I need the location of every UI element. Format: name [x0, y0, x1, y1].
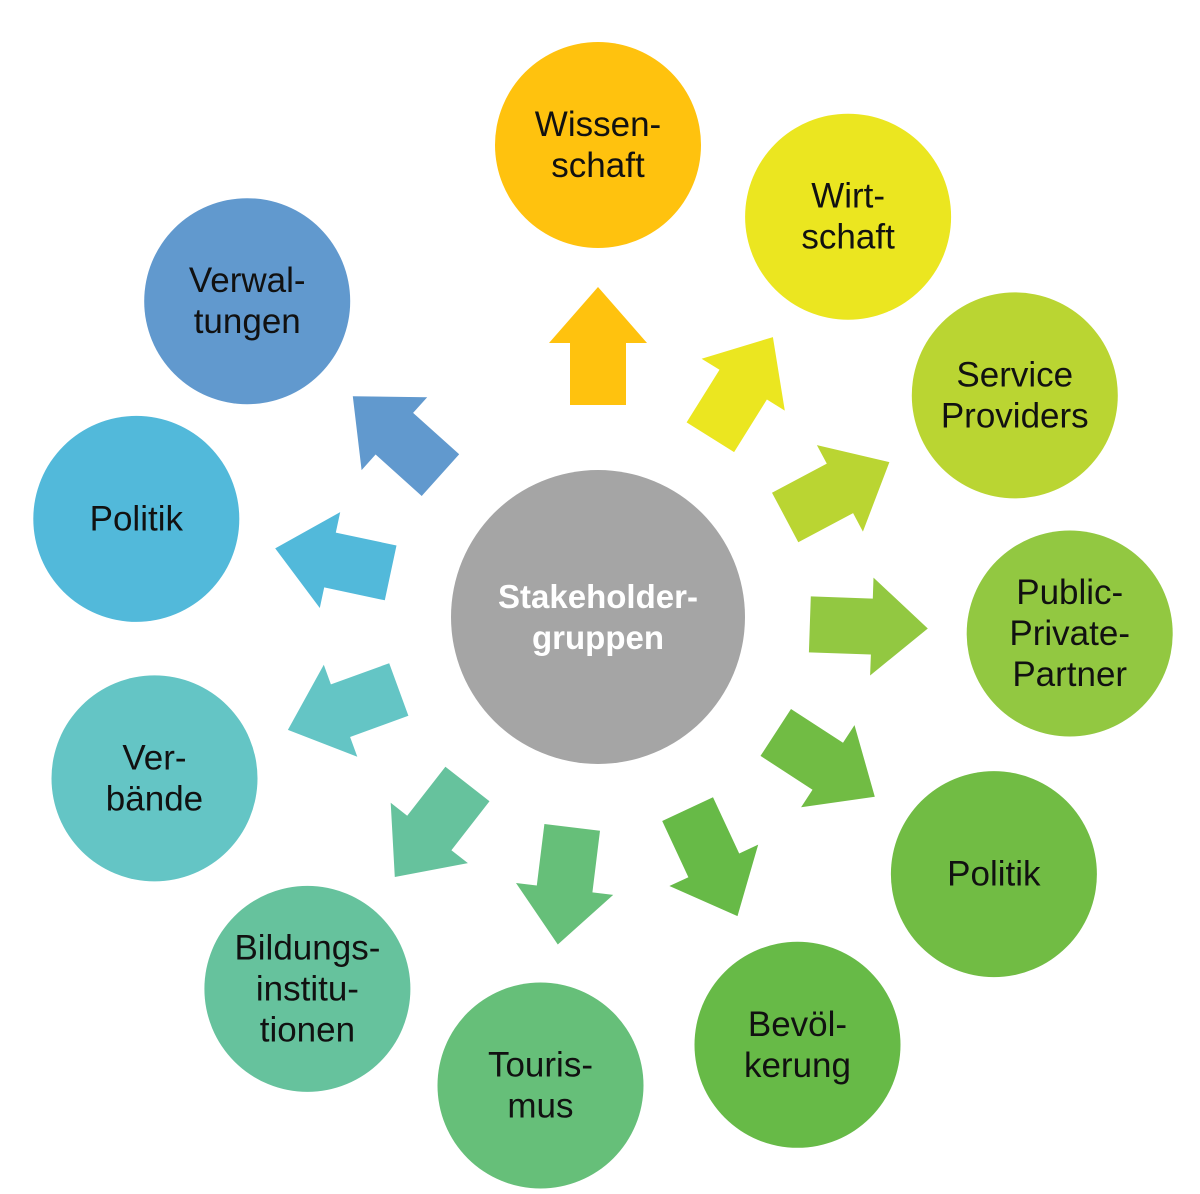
stakeholder-circle — [890, 771, 1097, 978]
node-label-line: Politik — [947, 855, 1041, 894]
stakeholder-node-bevoelkerung: Bevöl-kerung — [694, 941, 901, 1148]
node-label-line: Public- — [1016, 573, 1123, 612]
node-label-line: institu- — [256, 969, 359, 1008]
stakeholder-node-verbaende: Ver-bände — [51, 675, 258, 882]
node-label-line: Private- — [1009, 614, 1130, 653]
node-label-line: Ver- — [122, 738, 186, 777]
node-label-line: Wirt- — [811, 177, 885, 216]
stakeholder-node-verwaltungen: Verwal-tungen — [144, 198, 351, 405]
node-label-line: Stakeholder- — [498, 578, 698, 615]
node-label-line: tungen — [194, 302, 301, 341]
stakeholder-node-wissenschaft: Wissen-schaft — [495, 42, 701, 248]
node-label-line: Bildungs- — [234, 928, 380, 967]
node-label-line: Bevöl- — [748, 1005, 847, 1044]
stakeholder-node-bildungsinstitutionen: Bildungs-institu-tionen — [204, 885, 411, 1092]
node-label-line: gruppen — [532, 619, 664, 656]
stakeholder-circle — [495, 42, 701, 248]
stakeholder-node-wirtschaft: Wirt-schaft — [745, 113, 952, 320]
stakeholder-circle — [144, 198, 351, 405]
outer-nodes-layer: Wissen-schaftWirt-schaftServiceProviders… — [33, 42, 1173, 1189]
stakeholder-circle — [911, 292, 1118, 499]
stakeholder-node-public-private-partner: Public-Private-Partner — [966, 530, 1173, 737]
stakeholder-circle — [745, 113, 952, 320]
arrows-layer — [275, 287, 928, 945]
stakeholder-node-politik-right: Politik — [890, 771, 1097, 978]
stakeholder-node-tourismus: Touris-mus — [437, 982, 644, 1189]
stakeholder-circle — [966, 530, 1173, 737]
node-label-line: Partner — [1012, 655, 1127, 694]
node-label-line: Wissen- — [535, 105, 661, 144]
arrow-tourismus — [516, 824, 614, 945]
arrow-bildungsinstitutionen — [390, 766, 490, 877]
node-label-line: Touris- — [488, 1045, 593, 1084]
node-label-line: kerung — [744, 1046, 851, 1085]
arrow-politik-left — [275, 512, 397, 608]
arrow-verbaende — [287, 663, 409, 757]
node-label-line: mus — [507, 1086, 573, 1125]
node-label-line: bände — [106, 779, 203, 818]
arrow-public-private-partner — [808, 577, 928, 676]
node-label-line: Politik — [90, 499, 184, 538]
arrow-bevoelkerung — [662, 797, 759, 917]
hub-circle — [451, 470, 745, 764]
center-node: Stakeholder-gruppen — [451, 470, 745, 764]
stakeholder-circle — [51, 675, 258, 882]
node-label-line: Service — [956, 355, 1073, 394]
stakeholder-circle — [437, 982, 644, 1189]
node-label-line: tionen — [260, 1010, 355, 1049]
stakeholder-node-politik-left: Politik — [33, 415, 240, 622]
node-label-line: schaft — [551, 146, 645, 185]
arrow-politik-right — [760, 709, 875, 808]
node-label-line: Verwal- — [189, 261, 306, 300]
arrow-service-providers — [772, 445, 890, 543]
stakeholder-circle — [204, 885, 411, 1092]
arrow-wirtschaft — [686, 337, 785, 453]
stakeholder-circle — [694, 941, 901, 1148]
arrow-wissenschaft — [549, 287, 647, 405]
node-label-line: schaft — [801, 218, 895, 257]
stakeholder-circle — [33, 415, 240, 622]
arrow-verwaltungen — [352, 396, 460, 496]
node-label-line: Providers — [941, 396, 1089, 435]
